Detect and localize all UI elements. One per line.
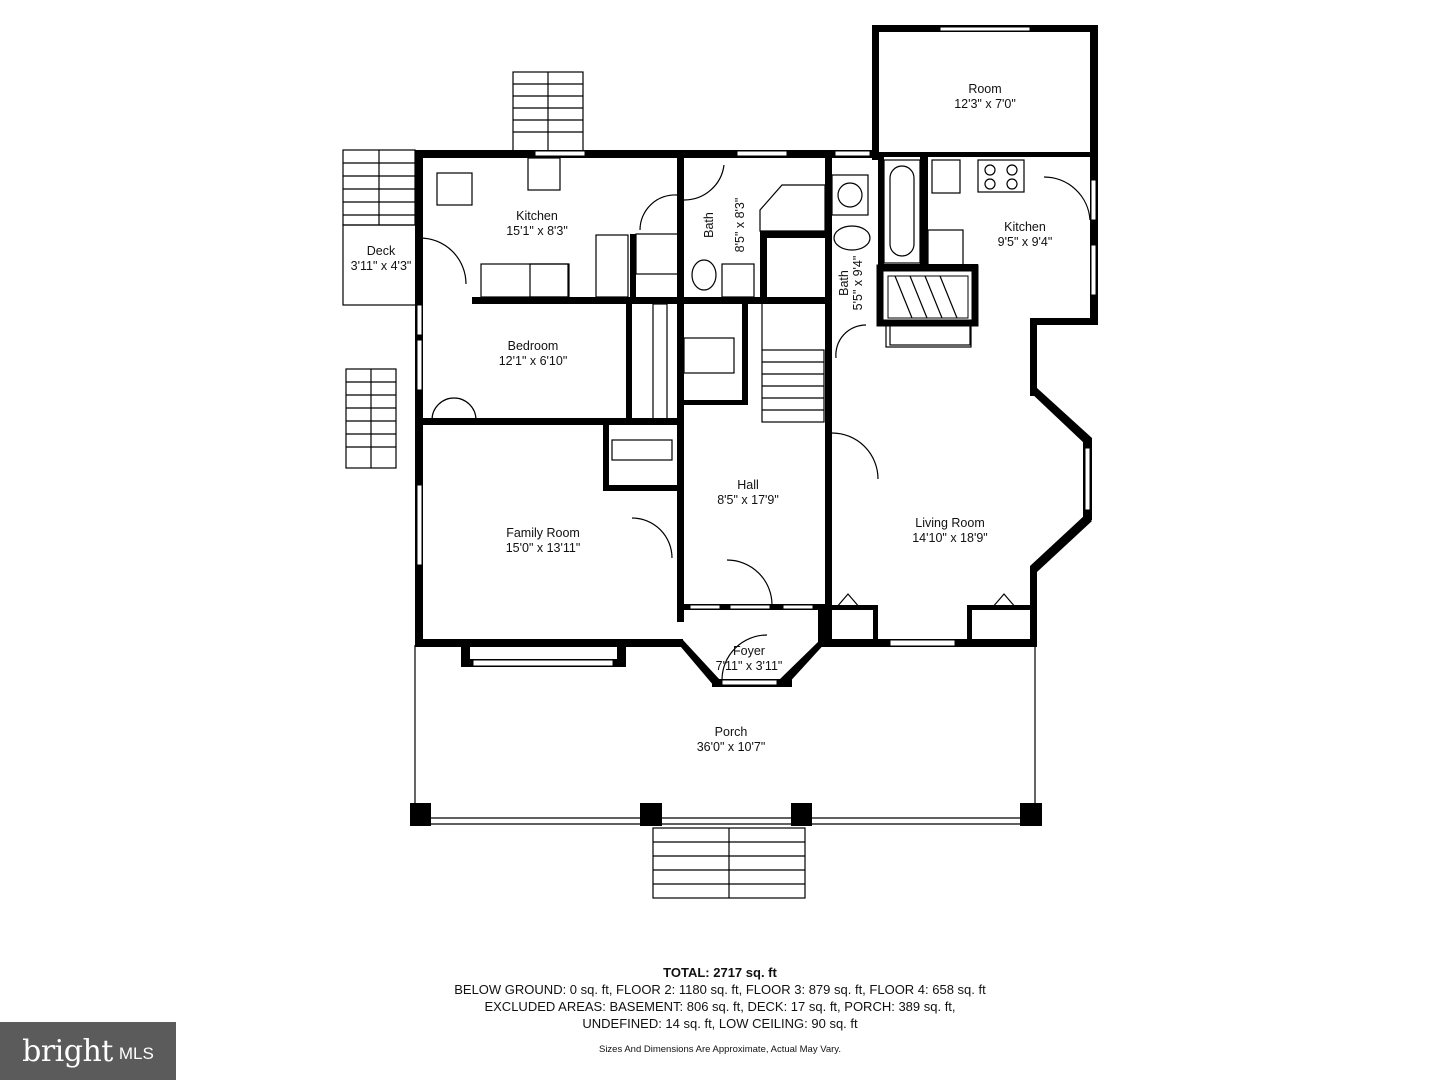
fireplace — [876, 264, 979, 348]
exterior-walls — [415, 150, 1098, 687]
kitchen-left-name: Kitchen — [516, 209, 558, 223]
family-room-name: Family Room — [506, 526, 580, 540]
summary-floors: BELOW GROUND: 0 sq. ft, FLOOR 2: 1180 sq… — [454, 982, 986, 997]
porch-name: Porch — [715, 725, 748, 739]
kitchen-right-name: Kitchen — [1004, 220, 1046, 234]
bright-mls-logo: bright MLS — [0, 1022, 176, 1080]
summary-excluded: EXCLUDED AREAS: BASEMENT: 806 sq. ft, DE… — [484, 999, 956, 1014]
hall-dims: 8'5" x 17'9" — [717, 493, 779, 507]
living-room-name: Living Room — [915, 516, 984, 530]
room-top-dims: 12'3" x 7'0" — [954, 97, 1016, 111]
kitchen-left-dims: 15'1" x 8'3" — [506, 224, 568, 238]
bath-1-name: Bath — [702, 212, 716, 238]
total-area: TOTAL: 2717 sq. ft — [663, 965, 777, 980]
porch-dims: 36'0" x 10'7" — [697, 740, 766, 754]
bath-2-name: Bath — [837, 270, 851, 296]
summary-undefined: UNDEFINED: 14 sq. ft, LOW CEILING: 90 sq… — [582, 1016, 858, 1031]
stairs-porch — [652, 827, 806, 899]
family-room-dims: 15'0" x 13'11" — [506, 541, 581, 555]
stairs-top — [512, 71, 584, 153]
kitchen-right-dims: 9'5" x 9'4" — [998, 235, 1053, 249]
bedroom-dims: 12'1" x 6'10" — [499, 354, 568, 368]
deck-dims: 3'11" x 4'3" — [351, 259, 412, 273]
foyer-name: Foyer — [733, 644, 765, 658]
fixtures — [419, 157, 1091, 681]
deck-name: Deck — [367, 244, 396, 258]
logo-word: bright — [22, 1033, 113, 1069]
logo-suffix: MLS — [118, 1044, 154, 1063]
foyer-dims: 7'11" x 3'11" — [716, 659, 783, 673]
disclaimer-note: Sizes And Dimensions Are Approximate, Ac… — [598, 1044, 841, 1055]
hall-name: Hall — [737, 478, 759, 492]
bath-2-dims: 5'5" x 9'4" — [851, 256, 865, 311]
living-room-dims: 14'10" x 18'9" — [912, 531, 988, 545]
bath-1-dims: 8'5" x 8'3" — [733, 198, 747, 253]
stairs-side — [345, 368, 397, 469]
bedroom-name: Bedroom — [508, 339, 559, 353]
room-top-name: Room — [968, 82, 1001, 96]
area-summary: TOTAL: 2717 sq. ft BELOW GROUND: 0 sq. f… — [0, 964, 1440, 1032]
room-labels: Room 12'3" x 7'0" Kitchen 15'1" x 8'3" D… — [351, 82, 1053, 754]
porch-outline — [410, 645, 1042, 826]
stairs-deck — [342, 149, 416, 226]
room-top-walls — [872, 25, 1098, 325]
